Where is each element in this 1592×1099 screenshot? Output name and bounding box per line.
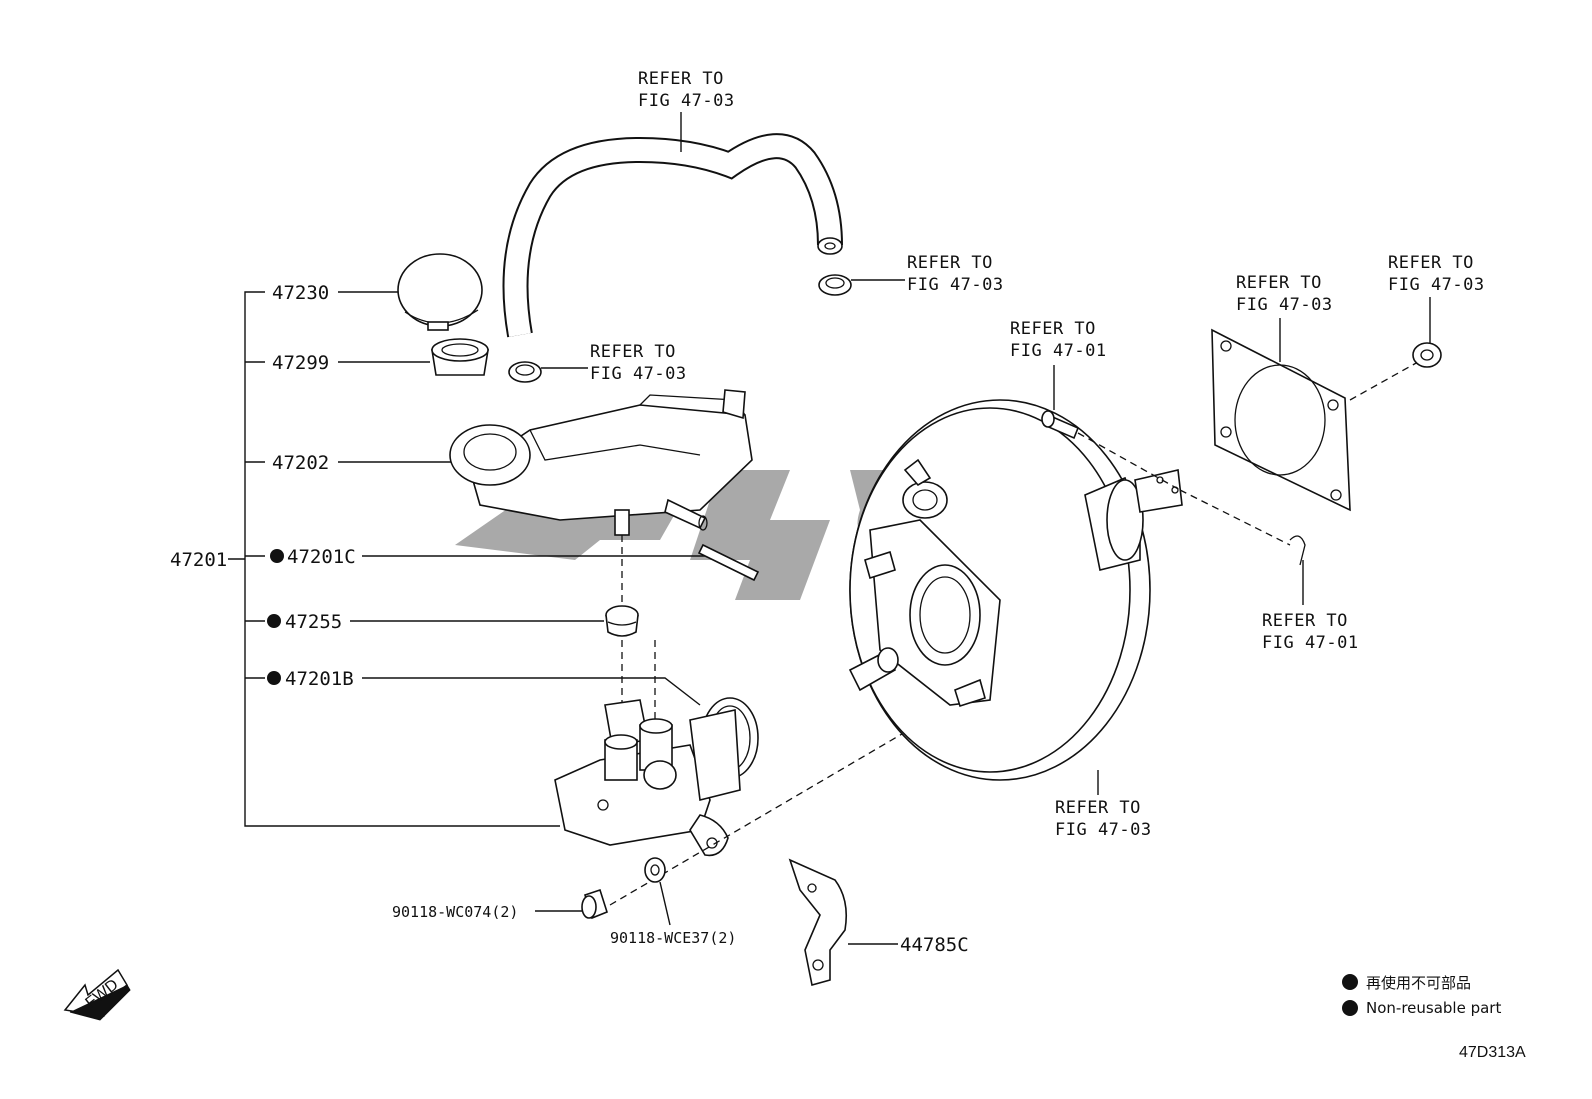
ref-pin-line1: REFER TO — [1010, 319, 1096, 339]
brake-booster — [848, 399, 1183, 781]
ref-clamp-left-line1: REFER TO — [590, 342, 676, 362]
callout-47202: 47202 — [272, 452, 329, 474]
callout-90118-wc074: 90118-WC074(2) — [392, 903, 518, 921]
callout-44785C: 44785C — [900, 934, 969, 956]
callout-47201: 47201 — [170, 549, 227, 571]
non-reusable-marker — [270, 549, 284, 563]
non-reusable-marker — [267, 614, 281, 628]
master-cylinder — [554, 697, 759, 857]
hose-clamp-left — [508, 361, 542, 383]
reservoir-cap — [397, 253, 483, 331]
ref-booster-line1: REFER TO — [1055, 798, 1141, 818]
callout-47201B: 47201B — [285, 668, 354, 690]
reservoir-strainer — [431, 338, 489, 376]
legend: 再使用不可部品 Non-reusable part — [1342, 974, 1501, 1017]
gasket-nut — [1412, 342, 1442, 368]
hose-clamp-right — [818, 274, 852, 296]
forward-direction-arrow: FWD — [63, 968, 131, 1021]
ref-booster-line2: FIG 47-03 — [1055, 820, 1152, 840]
callout-47299: 47299 — [272, 352, 329, 374]
booster-gasket — [1211, 328, 1351, 512]
callout-47201C: 47201C — [287, 546, 356, 568]
reservoir-pin — [697, 543, 760, 582]
retaining-clip — [1289, 535, 1306, 566]
clevis-pin — [1041, 410, 1080, 440]
callout-47230: 47230 — [272, 282, 329, 304]
ref-clip-line2: FIG 47-01 — [1262, 633, 1359, 653]
ref-gasket-line2: FIG 47-03 — [1236, 295, 1333, 315]
ref-clamp-right-line2: FIG 47-03 — [907, 275, 1004, 295]
mounting-bracket — [788, 858, 848, 987]
flange-nut — [581, 888, 608, 920]
ref-clamp-right-line1: REFER TO — [907, 253, 993, 273]
ref-clamp-left-line2: FIG 47-03 — [590, 364, 687, 384]
legend-dot-jp — [1342, 974, 1358, 990]
reservoir-grommet — [605, 605, 639, 637]
ref-clip-line1: REFER TO — [1262, 611, 1348, 631]
ref-nut-line2: FIG 47-03 — [1388, 275, 1485, 295]
callout-47255: 47255 — [285, 611, 342, 633]
ref-hose-line2: FIG 47-03 — [638, 91, 735, 111]
assembly-bracket — [228, 291, 560, 827]
legend-en: Non-reusable part — [1366, 999, 1501, 1017]
ref-pin-line2: FIG 47-01 — [1010, 341, 1107, 361]
legend-dot-en — [1342, 1000, 1358, 1016]
ref-gasket-line1: REFER TO — [1236, 273, 1322, 293]
ref-nut-line1: REFER TO — [1388, 253, 1474, 273]
callout-90118-wce37: 90118-WCE37(2) — [610, 929, 736, 947]
figure-code: 47D313A — [1459, 1044, 1526, 1061]
washer — [644, 857, 666, 883]
legend-jp: 再使用不可部品 — [1366, 974, 1471, 992]
non-reusable-marker — [267, 671, 281, 685]
ref-hose-line1: REFER TO — [638, 69, 724, 89]
vacuum-hose — [502, 133, 843, 338]
reservoir-tank — [449, 389, 753, 536]
